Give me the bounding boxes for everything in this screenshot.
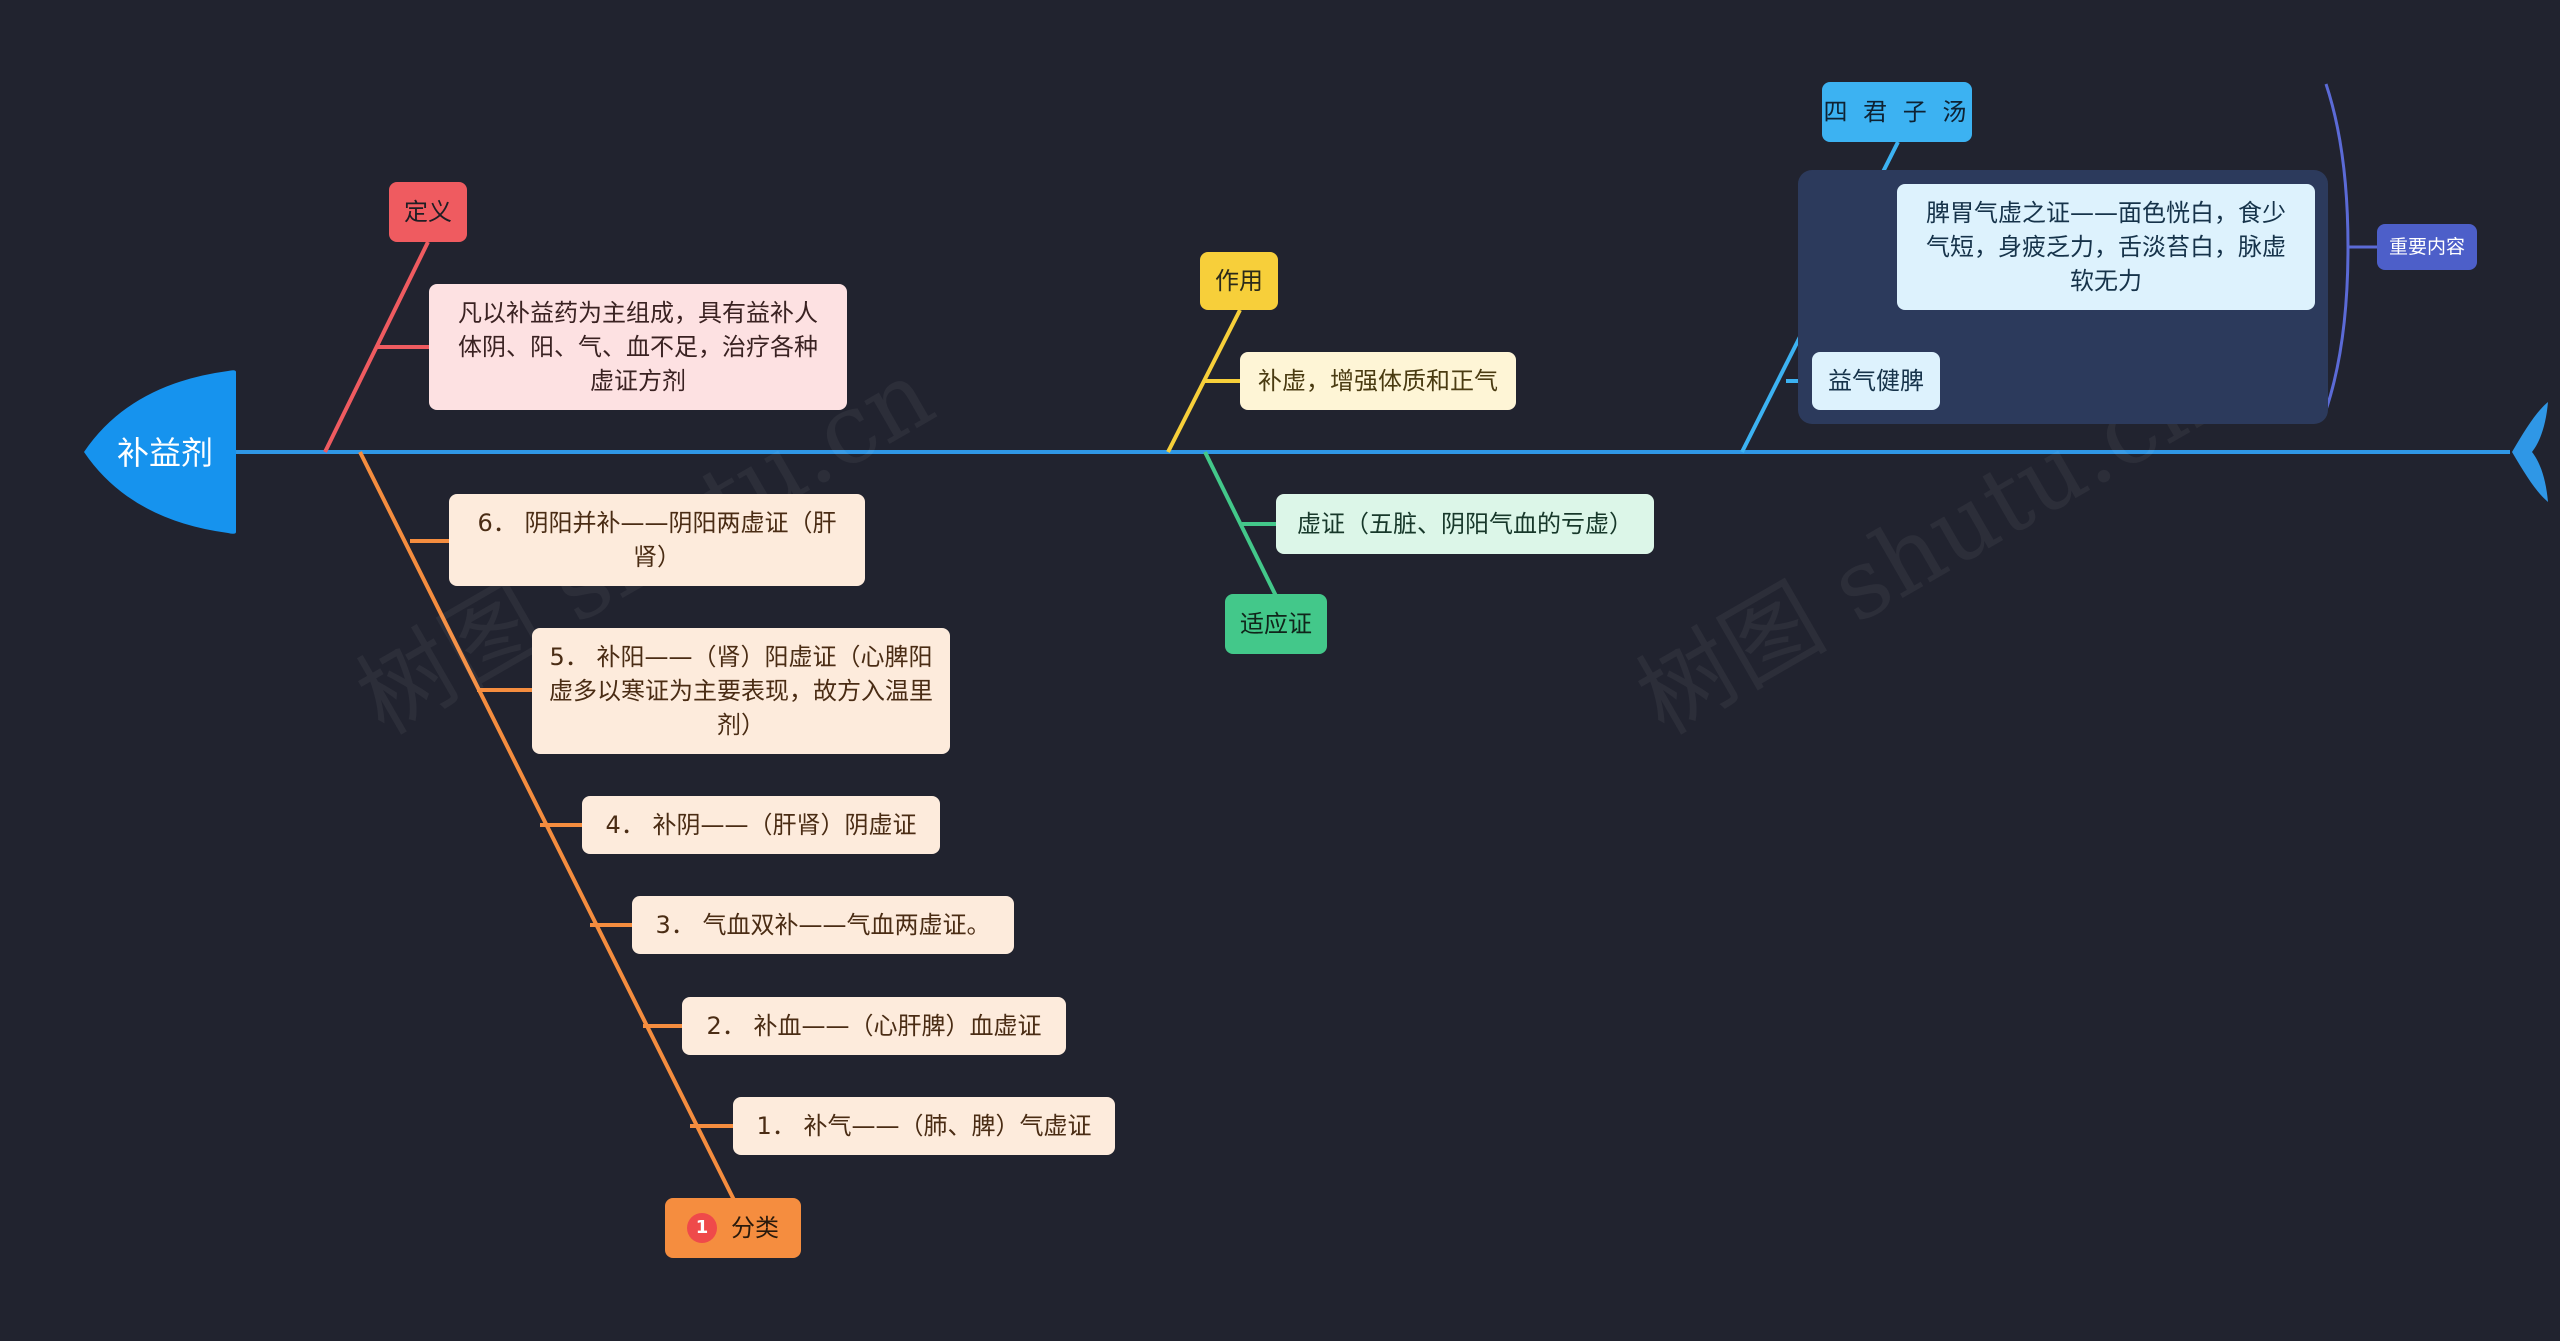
effect-text[interactable]: 补虚，增强体质和正气 xyxy=(1240,352,1516,410)
indication-text-content: 虚证（五脏、阴阳气血的亏虚） xyxy=(1297,510,1633,538)
indication-title-text: 适应证 xyxy=(1240,610,1312,638)
effect-title-text: 作用 xyxy=(1215,267,1263,295)
classification-item-6-text: 6． 阴阳并补——阴阳两虚证（肝肾） xyxy=(477,509,837,571)
classification-item-4-text: 4． 补阴——（肝肾）阴虚证 xyxy=(605,811,917,839)
classification-item-6[interactable]: 6． 阴阳并补——阴阳两虚证（肝肾） xyxy=(449,494,865,586)
root-title[interactable]: 补益剂 xyxy=(116,434,213,472)
definition-text-content: 凡以补益药为主组成，具有益补人体阴、阳、气、血不足，治疗各种虚证方剂 xyxy=(458,299,818,395)
summary-brace xyxy=(2324,83,2350,411)
classification-item-5-text: 5． 补阳——（肾）阳虚证（心脾阳虚多以寒证为主要表现，故方入温里剂） xyxy=(549,643,933,739)
classification-title-text: 分类 xyxy=(731,1214,779,1242)
definition-title[interactable]: 定义 xyxy=(389,182,467,242)
classification-item-4[interactable]: 4． 补阴——（肝肾）阴虚证 xyxy=(582,796,940,854)
effect-text-content: 补虚，增强体质和正气 xyxy=(1258,367,1498,395)
classification-title[interactable]: 1 分类 xyxy=(665,1198,801,1258)
definition-title-text: 定义 xyxy=(404,198,452,226)
summary-badge[interactable]: 重要内容 xyxy=(2377,224,2477,270)
sijunzi-title-text: 四 君 子 汤 xyxy=(1823,98,1971,126)
fish-head[interactable] xyxy=(84,370,236,534)
sijunzi-item-effect-text: 益气健脾 xyxy=(1828,367,1924,395)
sijunzi-item-symptoms[interactable]: 脾胃气虚之证——面色恍白，食少气短，身疲乏力，舌淡苔白，脉虚软无力 xyxy=(1897,184,2315,310)
classification-item-2-text: 2． 补血——（心肝脾）血虚证 xyxy=(706,1012,1042,1040)
fish-tail xyxy=(2512,402,2548,502)
sijunzi-item-symptoms-text: 脾胃气虚之证——面色恍白，食少气短，身疲乏力，舌淡苔白，脉虚软无力 xyxy=(1926,199,2286,295)
number-one-icon: 1 xyxy=(687,1213,717,1243)
definition-text[interactable]: 凡以补益药为主组成，具有益补人体阴、阳、气、血不足，治疗各种虚证方剂 xyxy=(429,284,847,410)
classification-item-1-text: 1． 补气——（肺、脾）气虚证 xyxy=(756,1112,1092,1140)
sijunzi-item-effect[interactable]: 益气健脾 xyxy=(1812,352,1940,410)
classification-item-2[interactable]: 2． 补血——（心肝脾）血虚证 xyxy=(682,997,1066,1055)
classification-item-1[interactable]: 1． 补气——（肺、脾）气虚证 xyxy=(733,1097,1115,1155)
indication-title[interactable]: 适应证 xyxy=(1225,594,1327,654)
effect-title[interactable]: 作用 xyxy=(1200,252,1278,310)
sijunzi-title[interactable]: 四 君 子 汤 xyxy=(1822,82,1972,142)
classification-item-5[interactable]: 5． 补阳——（肾）阳虚证（心脾阳虚多以寒证为主要表现，故方入温里剂） xyxy=(532,628,950,754)
classification-item-3[interactable]: 3． 气血双补——气血两虚证。 xyxy=(632,896,1014,954)
classification-item-3-text: 3． 气血双补——气血两虚证。 xyxy=(655,911,991,939)
indication-text[interactable]: 虚证（五脏、阴阳气血的亏虚） xyxy=(1276,494,1654,554)
indication-branch xyxy=(1203,451,1278,597)
